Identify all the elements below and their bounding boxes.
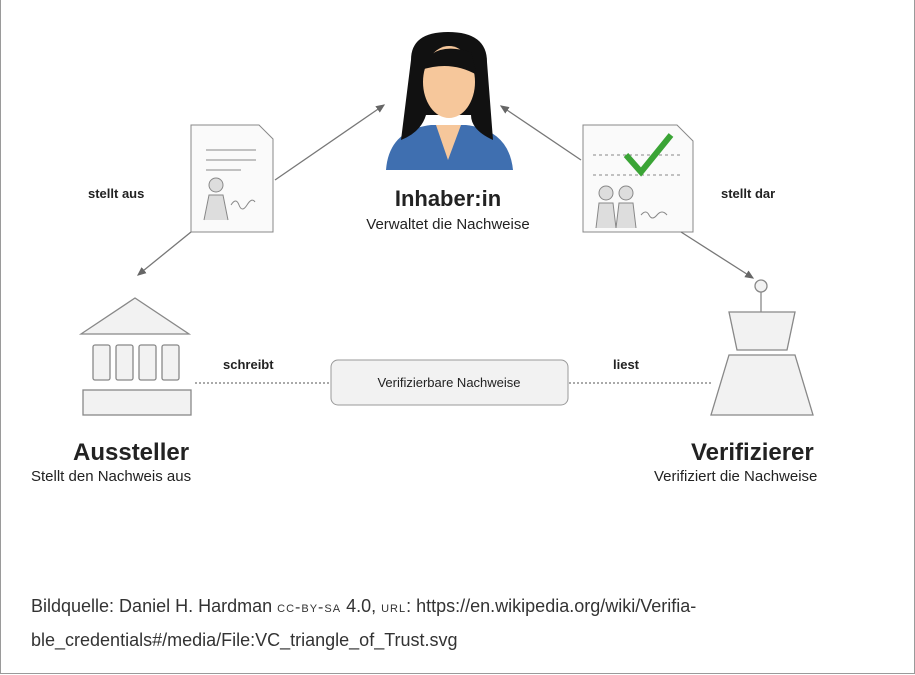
issuer-subtitle: Stellt den Nachweis aus [31, 468, 191, 485]
holder-person-icon [386, 32, 513, 170]
caption-author: Bildquelle: Daniel H. Hardman [31, 596, 273, 616]
check-icon [623, 133, 674, 177]
edge-label-issues: stellt aus [88, 186, 144, 201]
registry-label: Verifizierbare Nachweise [377, 375, 520, 390]
caption-version: 4.0, [346, 596, 377, 616]
trust-triangle-diagram: Inhaber:in Verwaltet die Nachweise stell… [31, 32, 817, 485]
edge-label-reads: liest [613, 357, 640, 372]
issuer-building-icon [78, 297, 192, 416]
edge-label-writes: schreibt [223, 357, 274, 372]
flow-arrows [136, 104, 755, 384]
issuer-title: Aussteller [73, 439, 189, 466]
presented-credential-document-icon [582, 124, 694, 233]
issued-credential-document-icon [190, 124, 274, 233]
caption-url-part2[interactable]: ble_credentials#/media/File:VC_triangle_… [31, 630, 458, 650]
verifier-title: Verifizierer [691, 439, 814, 466]
image-source-caption: Bildquelle: Daniel H. Hardman cc-by-sa 4… [31, 590, 891, 656]
holder-subtitle: Verwaltet die Nachweise [366, 216, 529, 233]
registry-box [330, 359, 569, 406]
caption-url-label: url [381, 599, 407, 616]
holder-title: Inhaber:in [395, 186, 501, 211]
verifier-subtitle: Verifiziert die Nachweise [654, 468, 817, 485]
verifier-scale-icon [710, 279, 814, 416]
caption-url-part1[interactable]: : https://en.wikipedia.org/wiki/Verifia- [406, 596, 697, 616]
caption-license: cc-by-sa [277, 599, 342, 616]
edge-label-presents: stellt dar [721, 186, 775, 201]
